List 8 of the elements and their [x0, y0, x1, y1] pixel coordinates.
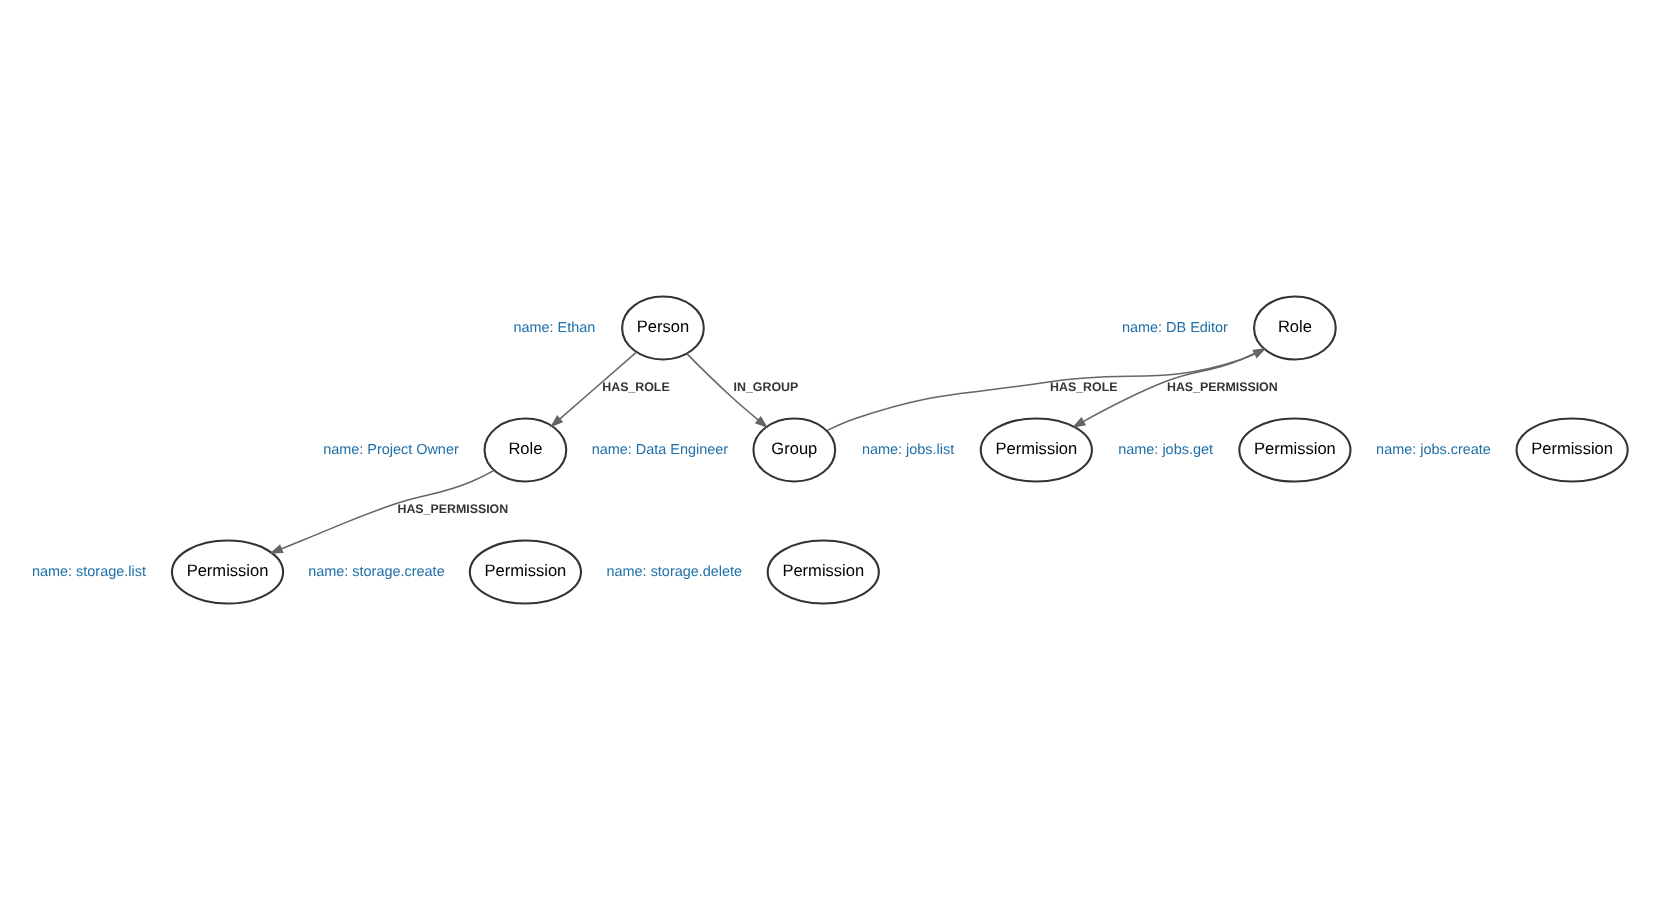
arrow	[549, 350, 637, 427]
arrow	[268, 468, 494, 553]
node-ellipse: Permission	[1237, 416, 1351, 482]
node-ellipse: Person	[620, 294, 704, 360]
node-ellipse: Permission	[467, 538, 581, 604]
node-ellipse: Permission	[765, 538, 879, 604]
arrow	[685, 352, 768, 428]
node-ellipse: Permission	[1514, 416, 1628, 482]
